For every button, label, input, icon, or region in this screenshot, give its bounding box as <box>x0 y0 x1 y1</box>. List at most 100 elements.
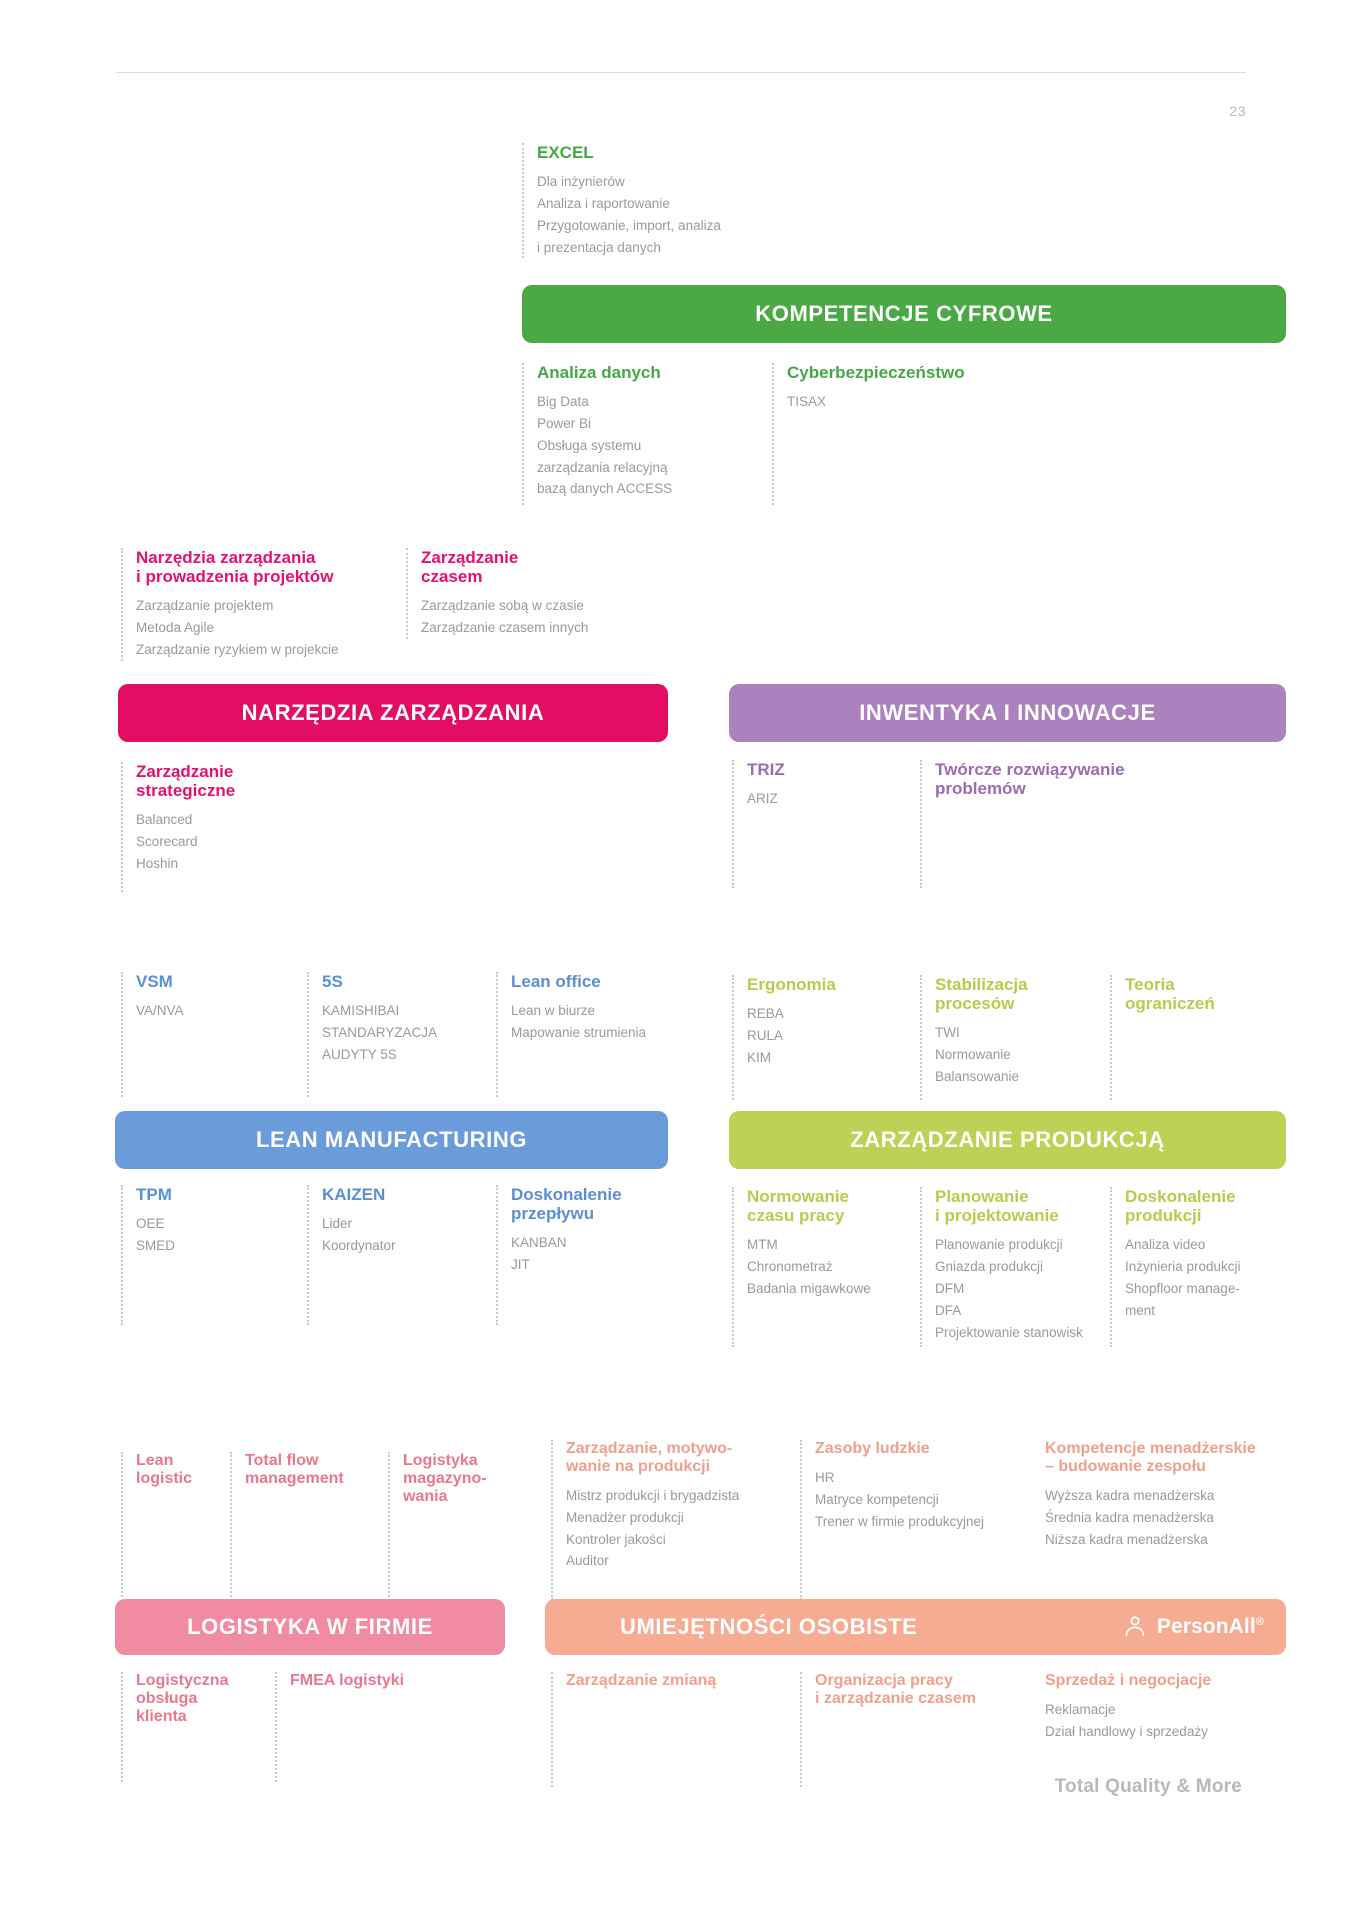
header-divider <box>116 72 1246 73</box>
column-items: Zarządzanie projektem Metoda Agile Zarzą… <box>136 598 339 657</box>
column-title: EXCEL <box>537 143 594 162</box>
column-title: KAIZEN <box>322 1185 386 1204</box>
column-kompetencje-menadzerskie: Kompetencje menadżerskie – budowanie zes… <box>1045 1440 1310 1600</box>
column-items: TISAX <box>787 394 827 410</box>
column-vsm: VSM VA/NVA <box>121 972 281 1097</box>
column-zarzadzanie-zmiana: Zarządzanie zmianą <box>551 1672 746 1787</box>
column-doskonalenie-produkcji: Doskonalenie produkcji Analiza video Inż… <box>1110 1187 1280 1347</box>
column-title: Teoria ograniczeń <box>1125 975 1215 1014</box>
column-logistyczna-obsluga-klienta: Logistyczna obsługa klienta <box>121 1672 256 1782</box>
column-title: Doskonalenie produkcji <box>1125 1187 1236 1226</box>
column-title: Logistyka magazyno- wania <box>403 1452 487 1505</box>
column-items: Reklamacje Dział handlowy i sprzedaży <box>1045 1701 1208 1739</box>
personall-logo: PersonAll® <box>1122 1614 1264 1640</box>
column-items: KAMISHIBAI STANDARYZACJA AUDYTY 5S <box>322 1003 438 1062</box>
column-title: 5S <box>322 972 343 991</box>
column-items: Lean w biurze Mapowanie strumienia <box>511 1003 647 1040</box>
column-title: Twórcze rozwiązywanie problemów <box>935 760 1125 799</box>
column-excel: EXCEL Dla inżynierów Analiza i raportowa… <box>522 143 792 259</box>
column-normowanie-czasu-pracy: Normowanie czasu pracy MTM Chronometraż … <box>732 1187 907 1347</box>
column-title: Zarządzanie zmianą <box>566 1672 717 1689</box>
column-lean-office: Lean office Lean w biurze Mapowanie stru… <box>496 972 696 1097</box>
band-label: UMIEJĘTNOŚCI OSOBISTE <box>620 1614 918 1639</box>
column-ergonomia: Ergonomia REBA RULA KIM <box>732 975 897 1100</box>
column-doskonalenie-przeplywu: Doskonalenie przepływu KANBAN JIT <box>496 1185 696 1325</box>
column-zarzadzanie-strategiczne: Zarządzanie strategiczne Balanced Scorec… <box>121 762 371 892</box>
column-narzedzia-projektow: Narzędzia zarządzania i prowadzenia proj… <box>121 548 396 661</box>
column-stabilizacja-procesow: Stabilizacja procesów TWI Normowanie Bal… <box>920 975 1095 1100</box>
column-title: Sprzedaż i negocjacje <box>1045 1672 1212 1689</box>
band-inwentyka-innowacje[interactable]: INWENTYKA I INNOWACJE <box>729 684 1286 742</box>
column-title: Narzędzia zarządzania i prowadzenia proj… <box>136 548 334 587</box>
band-label: KOMPETENCJE CYFROWE <box>755 301 1053 326</box>
column-title: Zasoby ludzkie <box>815 1440 930 1457</box>
column-total-flow-management: Total flow management <box>230 1452 370 1597</box>
band-label: NARZĘDZIA ZARZĄDZANIA <box>241 700 545 725</box>
column-items: ARIZ <box>747 791 778 807</box>
column-title: FMEA logistyki <box>290 1672 405 1689</box>
column-title: Organizacja pracy i zarządzanie czasem <box>815 1672 976 1707</box>
band-lean-manufacturing[interactable]: LEAN MANUFACTURING <box>115 1111 668 1169</box>
column-items: VA/NVA <box>136 1003 184 1019</box>
band-label: INWENTYKA I INNOWACJE <box>859 700 1156 725</box>
column-title: Zarządzanie czasem <box>421 548 519 587</box>
column-items: Big Data Power Bi Obsługa systemu zarząd… <box>537 394 673 497</box>
column-title: TPM <box>136 1185 172 1204</box>
column-items: REBA RULA KIM <box>747 1006 784 1065</box>
column-items: Planowanie produkcji Gniazda produkcji D… <box>935 1237 1083 1340</box>
band-narzedzia-zarzadzania[interactable]: NARZĘDZIA ZARZĄDZANIA <box>118 684 668 742</box>
column-fmea-logistyki: FMEA logistyki <box>275 1672 455 1782</box>
column-items: OEE SMED <box>136 1216 176 1253</box>
column-title: Total flow management <box>245 1452 344 1487</box>
column-title: Planowanie i projektowanie <box>935 1187 1059 1226</box>
band-zarzadzanie-produkcja[interactable]: ZARZĄDZANIE PRODUKCJĄ <box>729 1111 1286 1169</box>
column-tpm: TPM OEE SMED <box>121 1185 281 1325</box>
band-kompetencje-cyfrowe[interactable]: KOMPETENCJE CYFROWE <box>522 285 1286 343</box>
column-title: Stabilizacja procesów <box>935 975 1028 1014</box>
column-title: Normowanie czasu pracy <box>747 1187 850 1226</box>
band-logistyka-w-firmie[interactable]: LOGISTYKA W FIRMIE <box>115 1599 505 1655</box>
column-zarzadzanie-motywowanie: Zarządzanie, motywo- wanie na produkcji … <box>551 1440 776 1600</box>
column-analiza-danych: Analiza danych Big Data Power Bi Obsługa… <box>522 363 757 505</box>
column-sprzedaz-negocjacje: Sprzedaż i negocjacje Reklamacje Dział h… <box>1045 1672 1295 1787</box>
column-title: VSM <box>136 972 173 991</box>
column-items: Dla inżynierów Analiza i raportowanie Pr… <box>537 174 721 255</box>
column-items: MTM Chronometraż Badania migawkowe <box>747 1237 871 1296</box>
band-label: ZARZĄDZANIE PRODUKCJĄ <box>850 1127 1165 1152</box>
column-logistyka-magazynowania: Logistyka magazyno- wania <box>388 1452 518 1597</box>
person-icon <box>1125 1616 1145 1636</box>
column-items: Analiza video Inżynieria produkcji Shopf… <box>1125 1237 1241 1318</box>
column-items: Zarządzanie sobą w czasie Zarządzanie cz… <box>421 598 589 635</box>
column-title: Kompetencje menadżerskie – budowanie zes… <box>1045 1440 1256 1475</box>
column-items: Wyższa kadra menadżerska Średnia kadra m… <box>1045 1487 1215 1547</box>
column-zarzadzanie-czasem: Zarządzanie czasem Zarządzanie sobą w cz… <box>406 548 666 639</box>
column-items: Mistrz produkcji i brygadzista Menadżer … <box>566 1487 740 1569</box>
column-items: KANBAN JIT <box>511 1235 567 1272</box>
column-tworcze-rozwiazywanie: Twórcze rozwiązywanie problemów <box>920 760 1180 888</box>
column-items: Balanced Scorecard Hoshin <box>136 812 198 871</box>
column-title: TRIZ <box>747 760 785 779</box>
column-title: Analiza danych <box>537 363 661 382</box>
column-title: Zarządzanie, motywo- wanie na produkcji <box>566 1440 733 1475</box>
column-title: Lean logistic <box>136 1452 193 1487</box>
column-planowanie-projektowanie: Planowanie i projektowanie Planowanie pr… <box>920 1187 1105 1347</box>
column-organizacja-pracy: Organizacja pracy i zarządzanie czasem <box>800 1672 1025 1787</box>
column-title: Cyberbezpieczeństwo <box>787 363 965 382</box>
column-triz: TRIZ ARIZ <box>732 760 902 888</box>
column-title: Zarządzanie strategiczne <box>136 762 236 801</box>
band-umiejetnosci-osobiste[interactable]: UMIEJĘTNOŚCI OSOBISTE PersonAll® <box>545 1599 1286 1655</box>
band-label: LEAN MANUFACTURING <box>255 1127 528 1152</box>
page-number: 23 <box>1229 103 1246 119</box>
column-items: HR Matryce kompetencji Trener w firmie p… <box>815 1469 985 1529</box>
column-title: Doskonalenie przepływu <box>511 1185 622 1224</box>
band-label: LOGISTYKA W FIRMIE <box>187 1614 433 1639</box>
column-lean-logistic: Lean logistic <box>121 1452 211 1597</box>
column-items: Lider Koordynator <box>322 1216 396 1253</box>
column-zasoby-ludzkie: Zasoby ludzkie HR Matryce kompetencji Tr… <box>800 1440 1035 1600</box>
column-title: Logistyczna obsługa klienta <box>136 1672 229 1725</box>
column-title: Ergonomia <box>747 975 836 994</box>
footer-tagline: Total Quality & More <box>1054 1776 1242 1797</box>
column-teoria-ograniczen: Teoria ograniczeń <box>1110 975 1275 1100</box>
column-items: TWI Normowanie Balansowanie <box>935 1025 1020 1084</box>
